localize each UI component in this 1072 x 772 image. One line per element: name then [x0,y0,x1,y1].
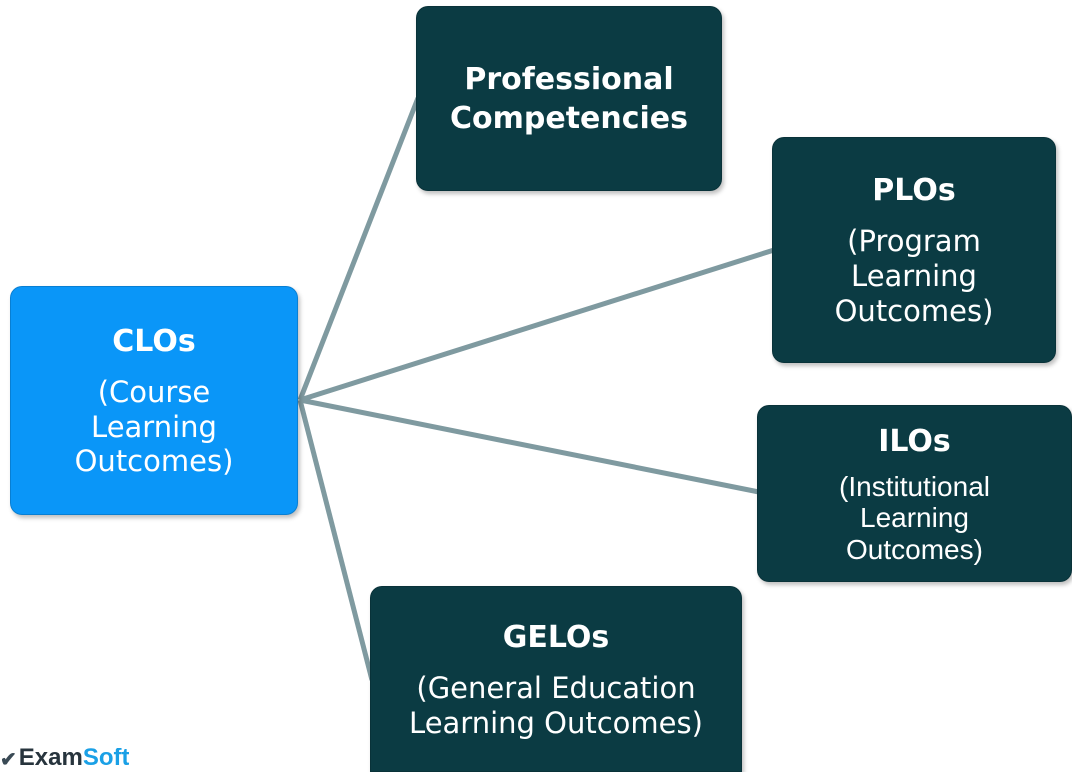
ilos-node: ILOs (Institutional Learning Outcomes) [757,405,1072,582]
examsoft-logo: ✔ Exam Soft [0,748,129,772]
professional-competencies-title: Professional Competencies [449,61,689,136]
plos-node: PLOs (Program Learning Outcomes) [772,137,1056,363]
ilos-subtitle: (Institutional Learning Outcomes) [839,470,990,565]
gelos-subtitle: (General Education Learning Outcomes) [409,670,703,740]
gelos-title: GELOs [502,619,610,655]
professional-competencies-node: Professional Competencies [416,6,722,191]
connector-clos-gelos [297,399,375,681]
connector-clos-professional [297,97,421,401]
ilos-title: ILOs [878,423,951,459]
logo-text-exam: Exam [18,748,83,771]
examsoft-logo-icon: ✔ [0,749,17,771]
plos-title: PLOs [872,173,956,209]
gelos-node: GELOs (General Education Learning Outcom… [370,586,742,772]
connector-clos-ilos [299,397,760,495]
logo-text-soft: Soft [82,748,130,771]
clos-title: CLOs [112,323,196,359]
connector-clos-plos [299,247,775,403]
plos-subtitle: (Program Learning Outcomes) [834,224,994,328]
clos-node: CLOs (Course Learning Outcomes) [10,286,298,515]
clos-subtitle: (Course Learning Outcomes) [74,374,234,479]
